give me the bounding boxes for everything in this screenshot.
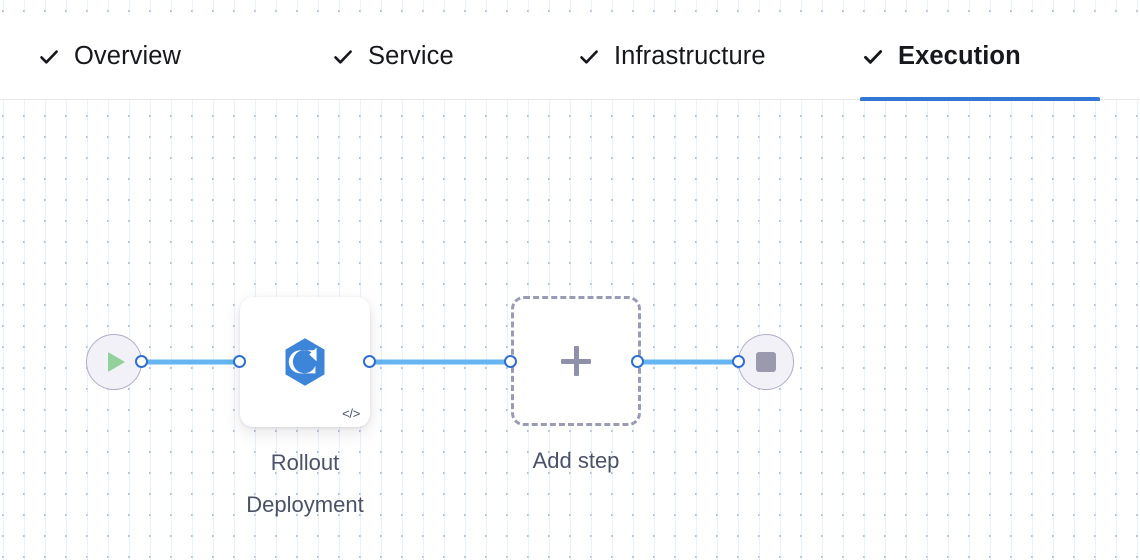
plus-icon <box>561 346 591 376</box>
check-icon <box>862 46 884 68</box>
tab-label-infrastructure: Infrastructure <box>614 41 766 70</box>
tab-service[interactable]: Service <box>330 13 480 100</box>
flow-node-label-rollout-deployment: Rollout Deployment <box>246 450 364 517</box>
start-node-circle[interactable] <box>86 334 142 390</box>
tab-infrastructure[interactable]: Infrastructure <box>576 13 808 100</box>
tab-execution[interactable]: Execution <box>860 13 1100 101</box>
check-icon <box>38 46 60 68</box>
add-step-handle-left[interactable] <box>504 355 517 368</box>
tab-label-overview: Overview <box>74 41 182 70</box>
pipeline-stage-tabbar: Overview Service Infrastructure <box>0 13 1140 101</box>
add-step-dashed-box[interactable] <box>511 296 641 426</box>
flow-node-add-step[interactable] <box>504 296 644 426</box>
flow-node-label-add-step: Add step <box>532 448 620 473</box>
rollout-node-handle-left[interactable] <box>233 355 246 368</box>
tab-overview[interactable]: Overview <box>36 13 212 100</box>
flow-node-rollout-deployment[interactable]: </> <box>233 297 376 427</box>
flow-node-start[interactable] <box>86 334 148 390</box>
tab-active-underline-execution <box>860 97 1100 101</box>
stop-icon <box>756 352 776 372</box>
end-node-circle[interactable] <box>738 334 794 390</box>
end-node-handle-left[interactable] <box>732 355 745 368</box>
check-icon <box>578 46 600 68</box>
rollout-deployment-card[interactable]: </> <box>240 297 370 427</box>
add-step-handle-right[interactable] <box>631 355 644 368</box>
rollout-deployment-icon <box>278 335 332 389</box>
check-icon <box>332 46 354 68</box>
flow-node-end[interactable] <box>732 334 794 390</box>
play-icon <box>108 352 125 372</box>
tab-label-execution: Execution <box>898 41 1021 70</box>
tab-label-service: Service <box>368 41 454 70</box>
start-node-handle-right[interactable] <box>135 355 148 368</box>
code-icon[interactable]: </> <box>342 406 360 421</box>
rollout-node-handle-right[interactable] <box>363 355 376 368</box>
execution-flow-graph: </> Rollout Deployment Add step <box>0 100 1140 560</box>
